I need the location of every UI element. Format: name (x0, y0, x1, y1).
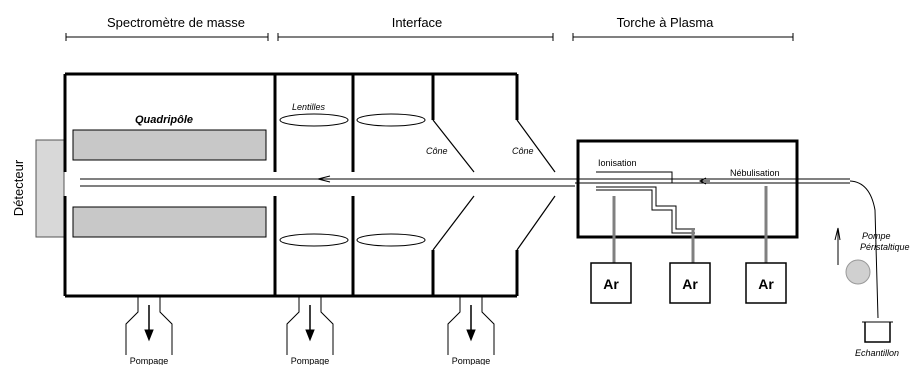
argon-lines (612, 186, 768, 263)
sample-tube (849, 180, 879, 319)
cone-1-lower (432, 195, 475, 251)
plasma-torch: Ionisation Nébulisation Ar Ar Ar (575, 139, 850, 304)
argon-label-3: Ar (758, 276, 774, 292)
lenses-label: Lentilles (292, 102, 326, 112)
lens-lower-2 (356, 233, 426, 247)
quadrupole-rod-lower (72, 206, 267, 238)
lens-lower-1 (279, 233, 349, 247)
vacuum-chamber (63, 72, 519, 298)
cone-1-label: Cône (426, 146, 448, 156)
lens-upper-2 (356, 113, 426, 127)
argon-box-2 (669, 262, 711, 304)
argon-supplies: Ar Ar Ar (590, 262, 787, 304)
cone-2-upper (516, 119, 556, 173)
argon-label-2: Ar (682, 276, 698, 292)
detector-label: Détecteur (11, 159, 26, 216)
argon-label-1: Ar (603, 276, 619, 292)
cone-1-upper (432, 119, 475, 173)
pumping-label-3: Pompage (452, 356, 491, 365)
ion-beam (80, 175, 575, 187)
sample-vessel-icon (864, 322, 891, 343)
nebulisation-label: Nébulisation (730, 168, 780, 178)
lens-upper-1 (279, 113, 349, 127)
torch-tubes (575, 171, 850, 234)
detector: Détecteur (11, 139, 65, 238)
section-headers: Spectromètre de masse Interface Torche à… (65, 15, 794, 41)
cone-2-lower (516, 195, 556, 251)
cone-2-label: Cône (512, 146, 534, 156)
torch-box (576, 139, 799, 239)
cones (432, 119, 556, 251)
section-label-mass-spectrometer: Spectromètre de masse (107, 15, 245, 30)
pump-label-line-1: Pompe (862, 231, 891, 241)
quadrupole-label: Quadripôle (135, 114, 193, 126)
ionisation-label: Ionisation (598, 158, 637, 168)
sample-introduction: Pompe Péristaltique Echantillon (834, 180, 910, 358)
detector-box (35, 139, 65, 238)
pump-label-line-2: Péristaltique (860, 242, 910, 252)
section-label-interface: Interface (392, 15, 443, 30)
pumping-outlets (125, 296, 495, 355)
argon-box-3 (745, 262, 787, 304)
sample-label: Echantillon (855, 348, 899, 358)
pumping-outlet-2 (286, 296, 334, 355)
pumping-outlet-1 (125, 296, 173, 355)
pumping-label-1: Pompage (130, 356, 169, 365)
quadrupole: Quadripôle (72, 114, 267, 238)
argon-box-1 (590, 262, 632, 304)
peristaltic-pump-icon (845, 259, 871, 285)
lenses (279, 113, 426, 247)
section-label-plasma-torch: Torche à Plasma (617, 15, 715, 30)
quadrupole-rod-upper (72, 129, 267, 161)
pumping-outlet-3 (447, 296, 495, 355)
section-brackets (65, 33, 794, 41)
pumping-label-2: Pompage (291, 356, 330, 365)
